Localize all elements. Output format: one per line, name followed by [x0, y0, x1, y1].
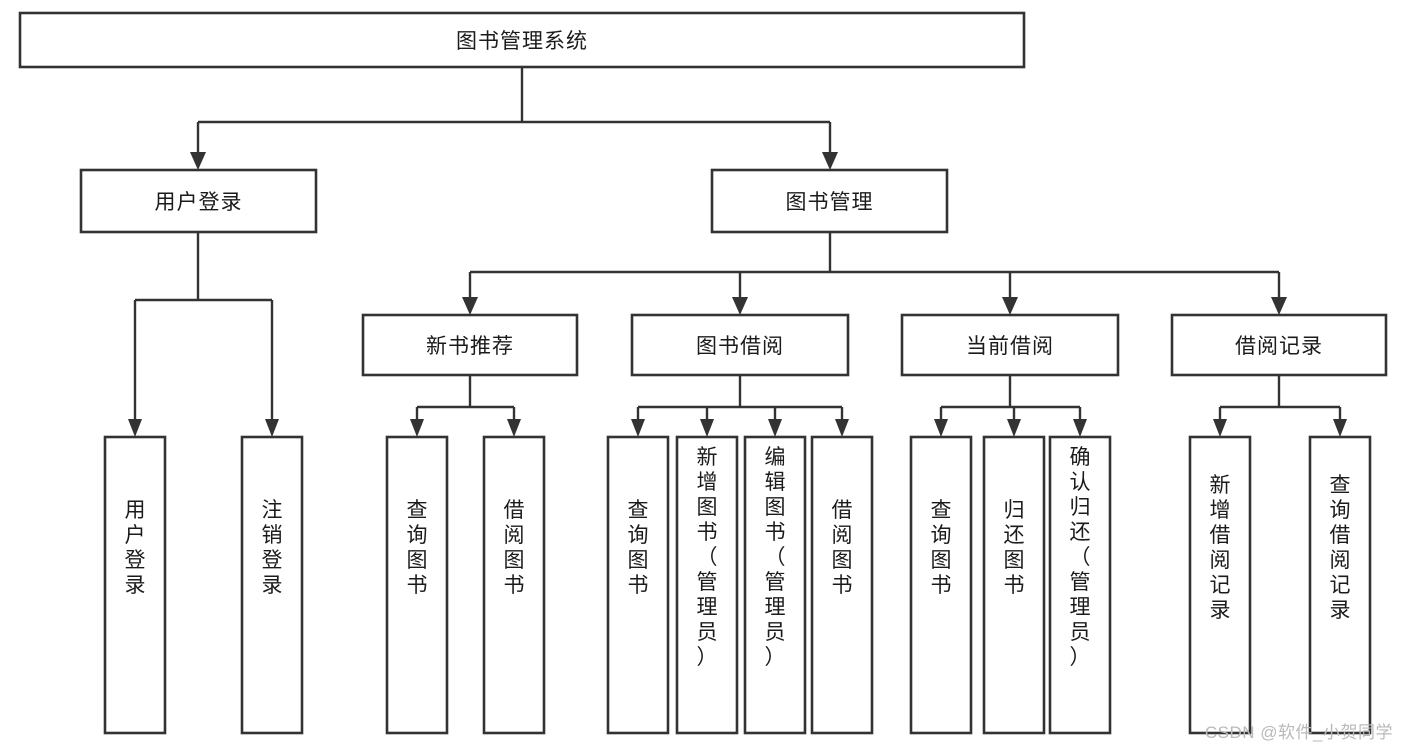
arrow-root-to-login-icon: [190, 152, 206, 170]
connector-group-root: [190, 67, 838, 170]
watermark-text: CSDN @软件_小贺同学: [1204, 723, 1393, 742]
connector-group-borrow-record: [1213, 375, 1347, 437]
connector-group-user-login: [128, 232, 279, 437]
node-user-login[interactable]: [79, 168, 318, 234]
arrow-current-leaf2-icon: [1007, 419, 1021, 437]
connector-group-book-management: [462, 232, 1287, 315]
arrow-bookmgmt-borrow-icon: [732, 297, 748, 315]
node-leaf-edit-book-admin[interactable]: [743, 435, 807, 735]
connector-group-new-book: [410, 375, 521, 437]
node-current-borrow[interactable]: [900, 313, 1120, 377]
node-root-system[interactable]: [18, 11, 1026, 69]
node-borrow-record[interactable]: [1170, 313, 1388, 377]
arrow-newbook-leaf1-icon: [410, 419, 424, 437]
node-leaf-query-book-new[interactable]: [385, 435, 449, 735]
arrow-borrow-leaf1-icon: [631, 419, 645, 437]
node-leaf-return-book[interactable]: [982, 435, 1046, 735]
node-leaf-borrow-book-new[interactable]: [482, 435, 546, 735]
arrow-login-leaf1-icon: [128, 419, 142, 437]
arrow-borrow-leaf2-icon: [700, 419, 714, 437]
arrow-newbook-leaf2-icon: [507, 419, 521, 437]
node-leaf-borrow-book[interactable]: [810, 435, 874, 735]
arrow-current-leaf3-icon: [1073, 419, 1087, 437]
node-new-book-recommend[interactable]: [361, 313, 579, 377]
node-leaf-confirm-return-admin[interactable]: [1048, 435, 1112, 735]
node-leaf-add-book-admin[interactable]: [675, 435, 739, 735]
arrow-bookmgmt-new-book-icon: [462, 297, 478, 315]
arrow-login-leaf2-icon: [265, 419, 279, 437]
node-leaf-query-borrow-record[interactable]: [1308, 435, 1372, 735]
arrow-record-leaf2-icon: [1333, 419, 1347, 437]
connector-group-book-borrow: [631, 375, 849, 437]
arrow-borrow-leaf4-icon: [835, 419, 849, 437]
node-leaf-user-login[interactable]: [103, 435, 167, 735]
arrow-borrow-leaf3-icon: [768, 419, 782, 437]
node-leaf-logout[interactable]: [240, 435, 304, 735]
node-book-borrow[interactable]: [630, 313, 850, 377]
node-leaf-query-book-current[interactable]: [909, 435, 973, 735]
arrow-bookmgmt-record-icon: [1271, 297, 1287, 315]
node-leaf-query-book-borrow[interactable]: [606, 435, 670, 735]
arrow-current-leaf1-icon: [934, 419, 948, 437]
connector-group-current-borrow: [934, 375, 1087, 437]
arrow-root-to-bookmgmt-icon: [822, 152, 838, 170]
node-leaf-add-borrow-record[interactable]: [1188, 435, 1252, 735]
arrow-bookmgmt-current-icon: [1002, 297, 1018, 315]
node-book-management[interactable]: [710, 168, 949, 234]
arrow-record-leaf1-icon: [1213, 419, 1227, 437]
